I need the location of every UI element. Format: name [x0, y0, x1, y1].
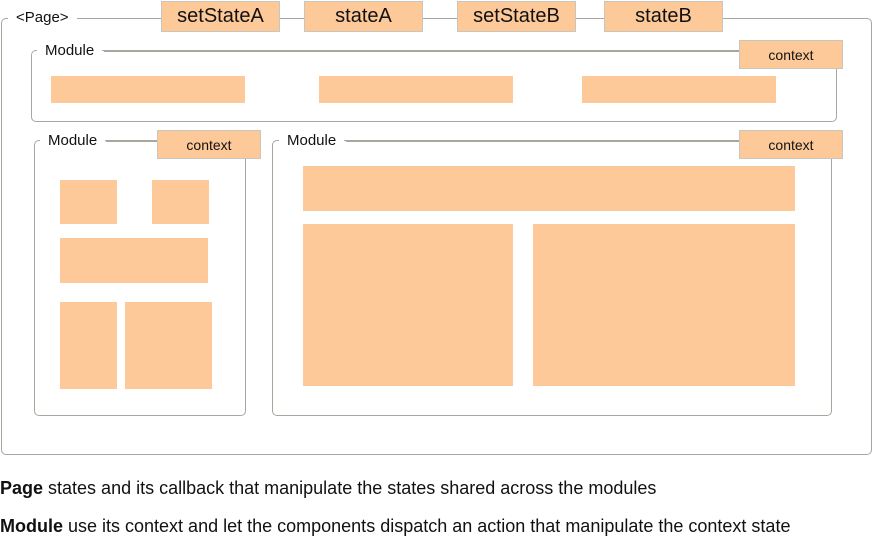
component-block	[533, 224, 795, 386]
state-tag-setstateb: setStateB	[457, 1, 576, 32]
context-tag-right: context	[739, 130, 843, 159]
caption-page-text: states and its callback that manipulate …	[43, 478, 657, 498]
caption-module-text: use its context and let the components d…	[63, 516, 791, 536]
component-block	[152, 180, 209, 224]
component-block	[125, 302, 212, 389]
module-label-top: Module	[37, 42, 103, 60]
module-label-left: Module	[40, 132, 106, 150]
caption-page-term: Page	[0, 478, 44, 498]
page-label: <Page>	[8, 9, 77, 27]
module-line-right	[346, 140, 740, 142]
page-frame	[1, 18, 872, 455]
state-tag-statea: stateA	[304, 1, 423, 32]
component-block	[303, 166, 795, 211]
caption-module: Module use its context and let the compo…	[0, 515, 790, 537]
caption-page: Page states and its callback that manipu…	[0, 477, 656, 499]
caption-module-term: Module	[0, 516, 63, 536]
component-block	[303, 224, 513, 386]
module-line-left	[106, 140, 158, 142]
component-block	[319, 76, 513, 103]
component-block	[60, 238, 208, 283]
context-tag-top: context	[739, 40, 843, 69]
component-block	[60, 302, 117, 389]
module-label-right: Module	[279, 132, 345, 150]
state-tag-stateb: stateB	[604, 1, 723, 32]
component-block	[60, 180, 117, 224]
context-tag-left: context	[157, 130, 261, 159]
module-line-top	[104, 50, 740, 52]
component-block	[582, 76, 776, 103]
state-tag-setstatea: setStateA	[161, 1, 280, 32]
component-block	[51, 76, 245, 103]
